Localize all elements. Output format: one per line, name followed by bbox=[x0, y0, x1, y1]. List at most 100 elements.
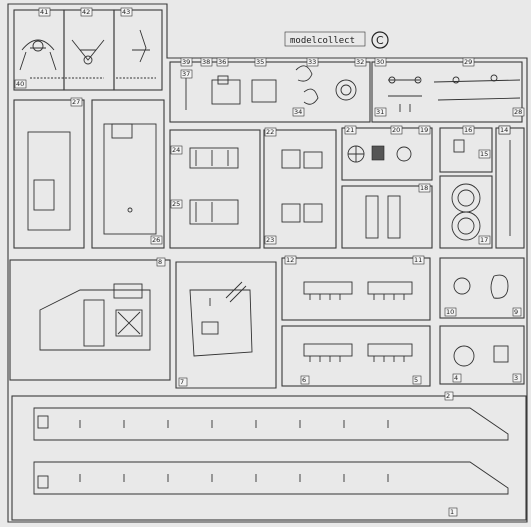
part-number-label: 41 bbox=[40, 8, 48, 16]
part-number-label: 17 bbox=[480, 236, 488, 244]
part-number-label: 11 bbox=[414, 256, 422, 264]
part-label-box bbox=[170, 145, 183, 155]
part-label-box bbox=[156, 257, 166, 267]
part-label-box bbox=[344, 125, 357, 135]
part-number-label: 22 bbox=[266, 128, 274, 136]
part-label-box bbox=[448, 507, 458, 517]
part-number-label: 30 bbox=[376, 58, 384, 66]
part-label-box bbox=[354, 57, 367, 67]
part-number-label: 32 bbox=[356, 58, 364, 66]
sprue-letter: C bbox=[376, 34, 384, 47]
part-label-box bbox=[418, 183, 431, 193]
part-number-label: 33 bbox=[308, 58, 316, 66]
part-number-label: 3 bbox=[514, 374, 518, 382]
part-label-box bbox=[412, 375, 422, 385]
part-label-box bbox=[512, 107, 525, 117]
part-number-label: 16 bbox=[464, 126, 472, 134]
cell-wheels bbox=[439, 175, 493, 249]
part-number-labels: 1234567891011121314151617181920212223242… bbox=[14, 7, 525, 517]
part-label-box bbox=[444, 391, 454, 401]
part-label-box bbox=[264, 235, 277, 245]
part-label-box bbox=[300, 375, 310, 385]
part-label-box bbox=[264, 127, 277, 137]
cell-row2-right bbox=[341, 127, 525, 249]
part-number-label: 23 bbox=[266, 236, 274, 244]
part-label-box bbox=[390, 125, 403, 135]
part-label-box bbox=[462, 125, 475, 135]
part-label-box bbox=[512, 373, 522, 383]
part-label-box bbox=[452, 373, 462, 383]
part-label-box bbox=[170, 199, 183, 209]
part-number-label: 7 bbox=[180, 378, 184, 386]
cell-small-right bbox=[439, 257, 525, 385]
part-label-box bbox=[478, 235, 491, 245]
part-number-label: 28 bbox=[514, 108, 522, 116]
part-number-label: 42 bbox=[82, 8, 90, 16]
part-label-box bbox=[216, 57, 229, 67]
part-number-label: 31 bbox=[376, 108, 384, 116]
logo-text: modelcollect bbox=[290, 36, 355, 46]
part-number-label: 40 bbox=[16, 80, 24, 88]
part-number-label: 8 bbox=[158, 258, 162, 266]
part-label-box bbox=[306, 57, 319, 67]
part-number-label: 1 bbox=[450, 508, 454, 516]
brand-logo: modelcollect C bbox=[284, 31, 389, 49]
part-label-box bbox=[418, 125, 431, 135]
part-number-label: 24 bbox=[172, 146, 180, 154]
sprue-letter-badge bbox=[371, 31, 389, 49]
part-label-box bbox=[120, 7, 133, 17]
part-number-label: 38 bbox=[202, 58, 210, 66]
part-number-label: 27 bbox=[72, 98, 80, 106]
cell-8 bbox=[9, 259, 171, 381]
part-number-label: 6 bbox=[302, 376, 306, 384]
part-number-label: 35 bbox=[256, 58, 264, 66]
part-label-box bbox=[498, 125, 511, 135]
cell-blocks bbox=[281, 257, 431, 387]
part-number-label: 14 bbox=[500, 126, 508, 134]
part-number-label: 20 bbox=[392, 126, 400, 134]
part-number-label: 25 bbox=[172, 200, 180, 208]
part-label-box bbox=[14, 79, 27, 89]
cell-row2 bbox=[169, 129, 337, 249]
cell-7 bbox=[175, 261, 277, 389]
part-label-box bbox=[200, 57, 213, 67]
part-number-label: 15 bbox=[480, 150, 488, 158]
part-number-label: 4 bbox=[454, 374, 458, 382]
part-label-box bbox=[70, 97, 83, 107]
part-label-box bbox=[412, 255, 425, 265]
part-number-label: 10 bbox=[446, 308, 454, 316]
part-label-box bbox=[178, 377, 188, 387]
part-label-box bbox=[180, 69, 193, 79]
part-label-box bbox=[512, 307, 522, 317]
part-label-box bbox=[374, 57, 387, 67]
part-label-box bbox=[462, 57, 475, 67]
part-number-label: 43 bbox=[122, 8, 130, 16]
part-label-box bbox=[150, 235, 163, 245]
part-label-box bbox=[478, 149, 491, 159]
part-label-box bbox=[180, 57, 193, 67]
part-number-label: 19 bbox=[420, 126, 428, 134]
cell-top-left bbox=[13, 9, 163, 91]
part-number-label: 37 bbox=[182, 70, 190, 78]
part-number-label: 21 bbox=[346, 126, 354, 134]
outer-frame bbox=[7, 3, 528, 523]
part-number-label: 26 bbox=[152, 236, 160, 244]
part-label-box bbox=[374, 107, 387, 117]
part-label-box bbox=[284, 255, 297, 265]
part-number-label: 9 bbox=[514, 308, 518, 316]
cell-long-rails bbox=[11, 395, 527, 521]
part-number-label: 39 bbox=[182, 58, 190, 66]
part-number-label: 34 bbox=[294, 108, 302, 116]
part-number-label: 12 bbox=[286, 256, 294, 264]
part-label-box bbox=[38, 7, 51, 17]
part-label-box bbox=[80, 7, 93, 17]
cell-left-panels bbox=[13, 99, 165, 249]
part-number-label: 18 bbox=[420, 184, 428, 192]
part-number-label: 2 bbox=[446, 392, 450, 400]
part-label-box bbox=[254, 57, 267, 67]
part-number-label: 29 bbox=[464, 58, 472, 66]
part-number-label: 5 bbox=[414, 376, 418, 384]
part-number-label: 36 bbox=[218, 58, 226, 66]
